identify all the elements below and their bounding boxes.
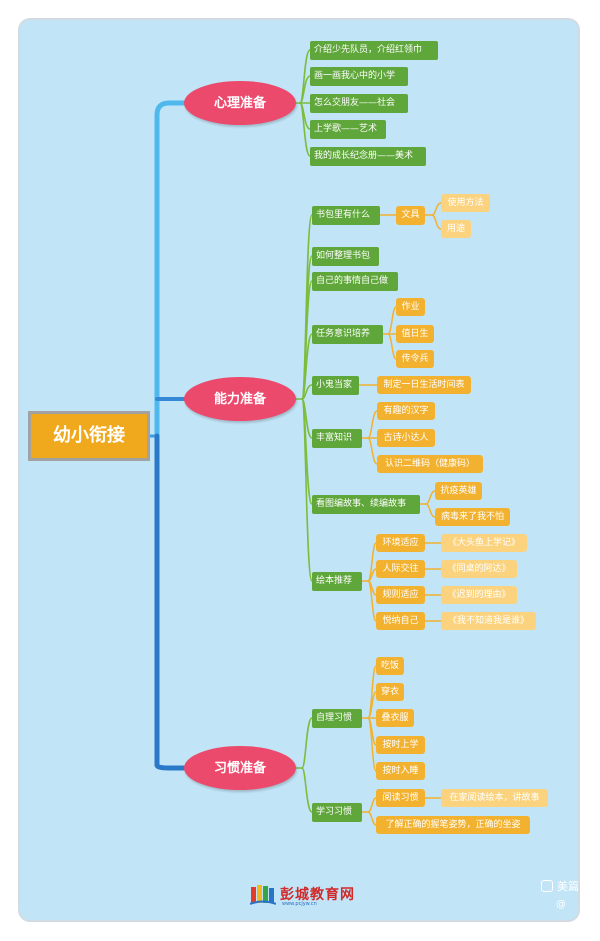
book-title: 《同桌的阿达》 bbox=[441, 560, 517, 578]
watermark-handle: @ bbox=[556, 899, 566, 910]
psych-item: 上学歌——艺术 bbox=[310, 120, 386, 139]
ability-item-housekeeper: 小鬼当家 bbox=[312, 376, 359, 395]
ability-item-selfwork: 自己的事情自己做 bbox=[312, 272, 398, 291]
watermark-brand: 美篇 bbox=[557, 880, 579, 893]
category-habit: 习惯准备 bbox=[184, 746, 296, 790]
ability-item-story: 看图编故事、续编故事 bbox=[312, 495, 420, 514]
psych-item: 我的成长纪念册——美术 bbox=[310, 147, 426, 166]
camera-icon bbox=[541, 880, 553, 892]
book-title: 《迟到的理由》 bbox=[441, 586, 517, 604]
stationery-subitem: 使用方法 bbox=[441, 194, 490, 212]
book-topic: 环境适应 bbox=[376, 534, 425, 552]
knowledge-subitem: 古诗小达人 bbox=[377, 429, 435, 447]
habit-item-selfcare: 自理习惯 bbox=[312, 709, 362, 728]
task-subitem: 值日生 bbox=[396, 325, 434, 343]
root-node: 幼小衔接 bbox=[28, 411, 150, 461]
selfcare-subitem: 穿衣 bbox=[376, 683, 404, 701]
ability-item-picturebook: 绘本推荐 bbox=[312, 572, 362, 591]
knowledge-subitem: 有趣的汉字 bbox=[377, 402, 435, 420]
housekeeper-subitem: 制定一日生活时间表 bbox=[377, 376, 471, 394]
psych-item: 怎么交朋友——社会 bbox=[310, 94, 408, 113]
book-title: 《大头鱼上学记》 bbox=[441, 534, 527, 552]
book-title: 《我不知道我是谁》 bbox=[441, 612, 536, 630]
logo-text: 彭城教育网 bbox=[280, 887, 355, 903]
book-icon bbox=[250, 885, 276, 905]
logo-url: www.pcjyw.cn bbox=[282, 901, 317, 907]
book-topic: 人际交往 bbox=[376, 560, 425, 578]
story-subitem: 抗疫英雄 bbox=[435, 482, 482, 500]
story-subitem: 病毒来了我不怕 bbox=[435, 508, 510, 526]
watermark: 美篇 bbox=[541, 878, 597, 894]
task-subitem: 作业 bbox=[396, 298, 425, 316]
knowledge-subitem: 认识二维码（健康码） bbox=[377, 455, 483, 473]
ability-item-knowledge: 丰富知识 bbox=[312, 429, 362, 448]
ability-item-schoolbag: 书包里有什么 bbox=[312, 206, 380, 225]
selfcare-subitem: 吃饭 bbox=[376, 657, 404, 675]
book-topic: 悦纳自己 bbox=[376, 612, 425, 630]
selfcare-subitem: 按时入睡 bbox=[376, 762, 425, 780]
stationery-node: 文具 bbox=[396, 206, 425, 225]
book-topic: 规则适应 bbox=[376, 586, 425, 604]
study-subitem: 阅读习惯 bbox=[376, 789, 425, 807]
selfcare-subitem: 按时上学 bbox=[376, 736, 425, 754]
selfcare-subitem: 叠衣服 bbox=[376, 709, 414, 727]
task-subitem: 传令兵 bbox=[396, 350, 434, 368]
mindmap-canvas bbox=[18, 18, 580, 922]
ability-item-organize: 如何整理书包 bbox=[312, 247, 379, 266]
site-logo: 彭城教育网 www.pcjyw.cn bbox=[246, 882, 376, 910]
psych-item: 画一画我心中的小学 bbox=[310, 67, 408, 86]
ability-item-task: 任务意识培养 bbox=[312, 325, 383, 344]
category-ability: 能力准备 bbox=[184, 377, 296, 421]
study-subitem: 了解正确的握笔姿势，正确的坐姿 bbox=[376, 816, 530, 834]
habit-item-study: 学习习惯 bbox=[312, 803, 362, 822]
psych-item: 介绍少先队员，介绍红领巾 bbox=[310, 41, 438, 60]
stationery-subitem: 用途 bbox=[441, 220, 471, 238]
reading-detail: 在家阅读绘本，讲故事 bbox=[441, 789, 548, 807]
category-psych: 心理准备 bbox=[184, 81, 296, 125]
